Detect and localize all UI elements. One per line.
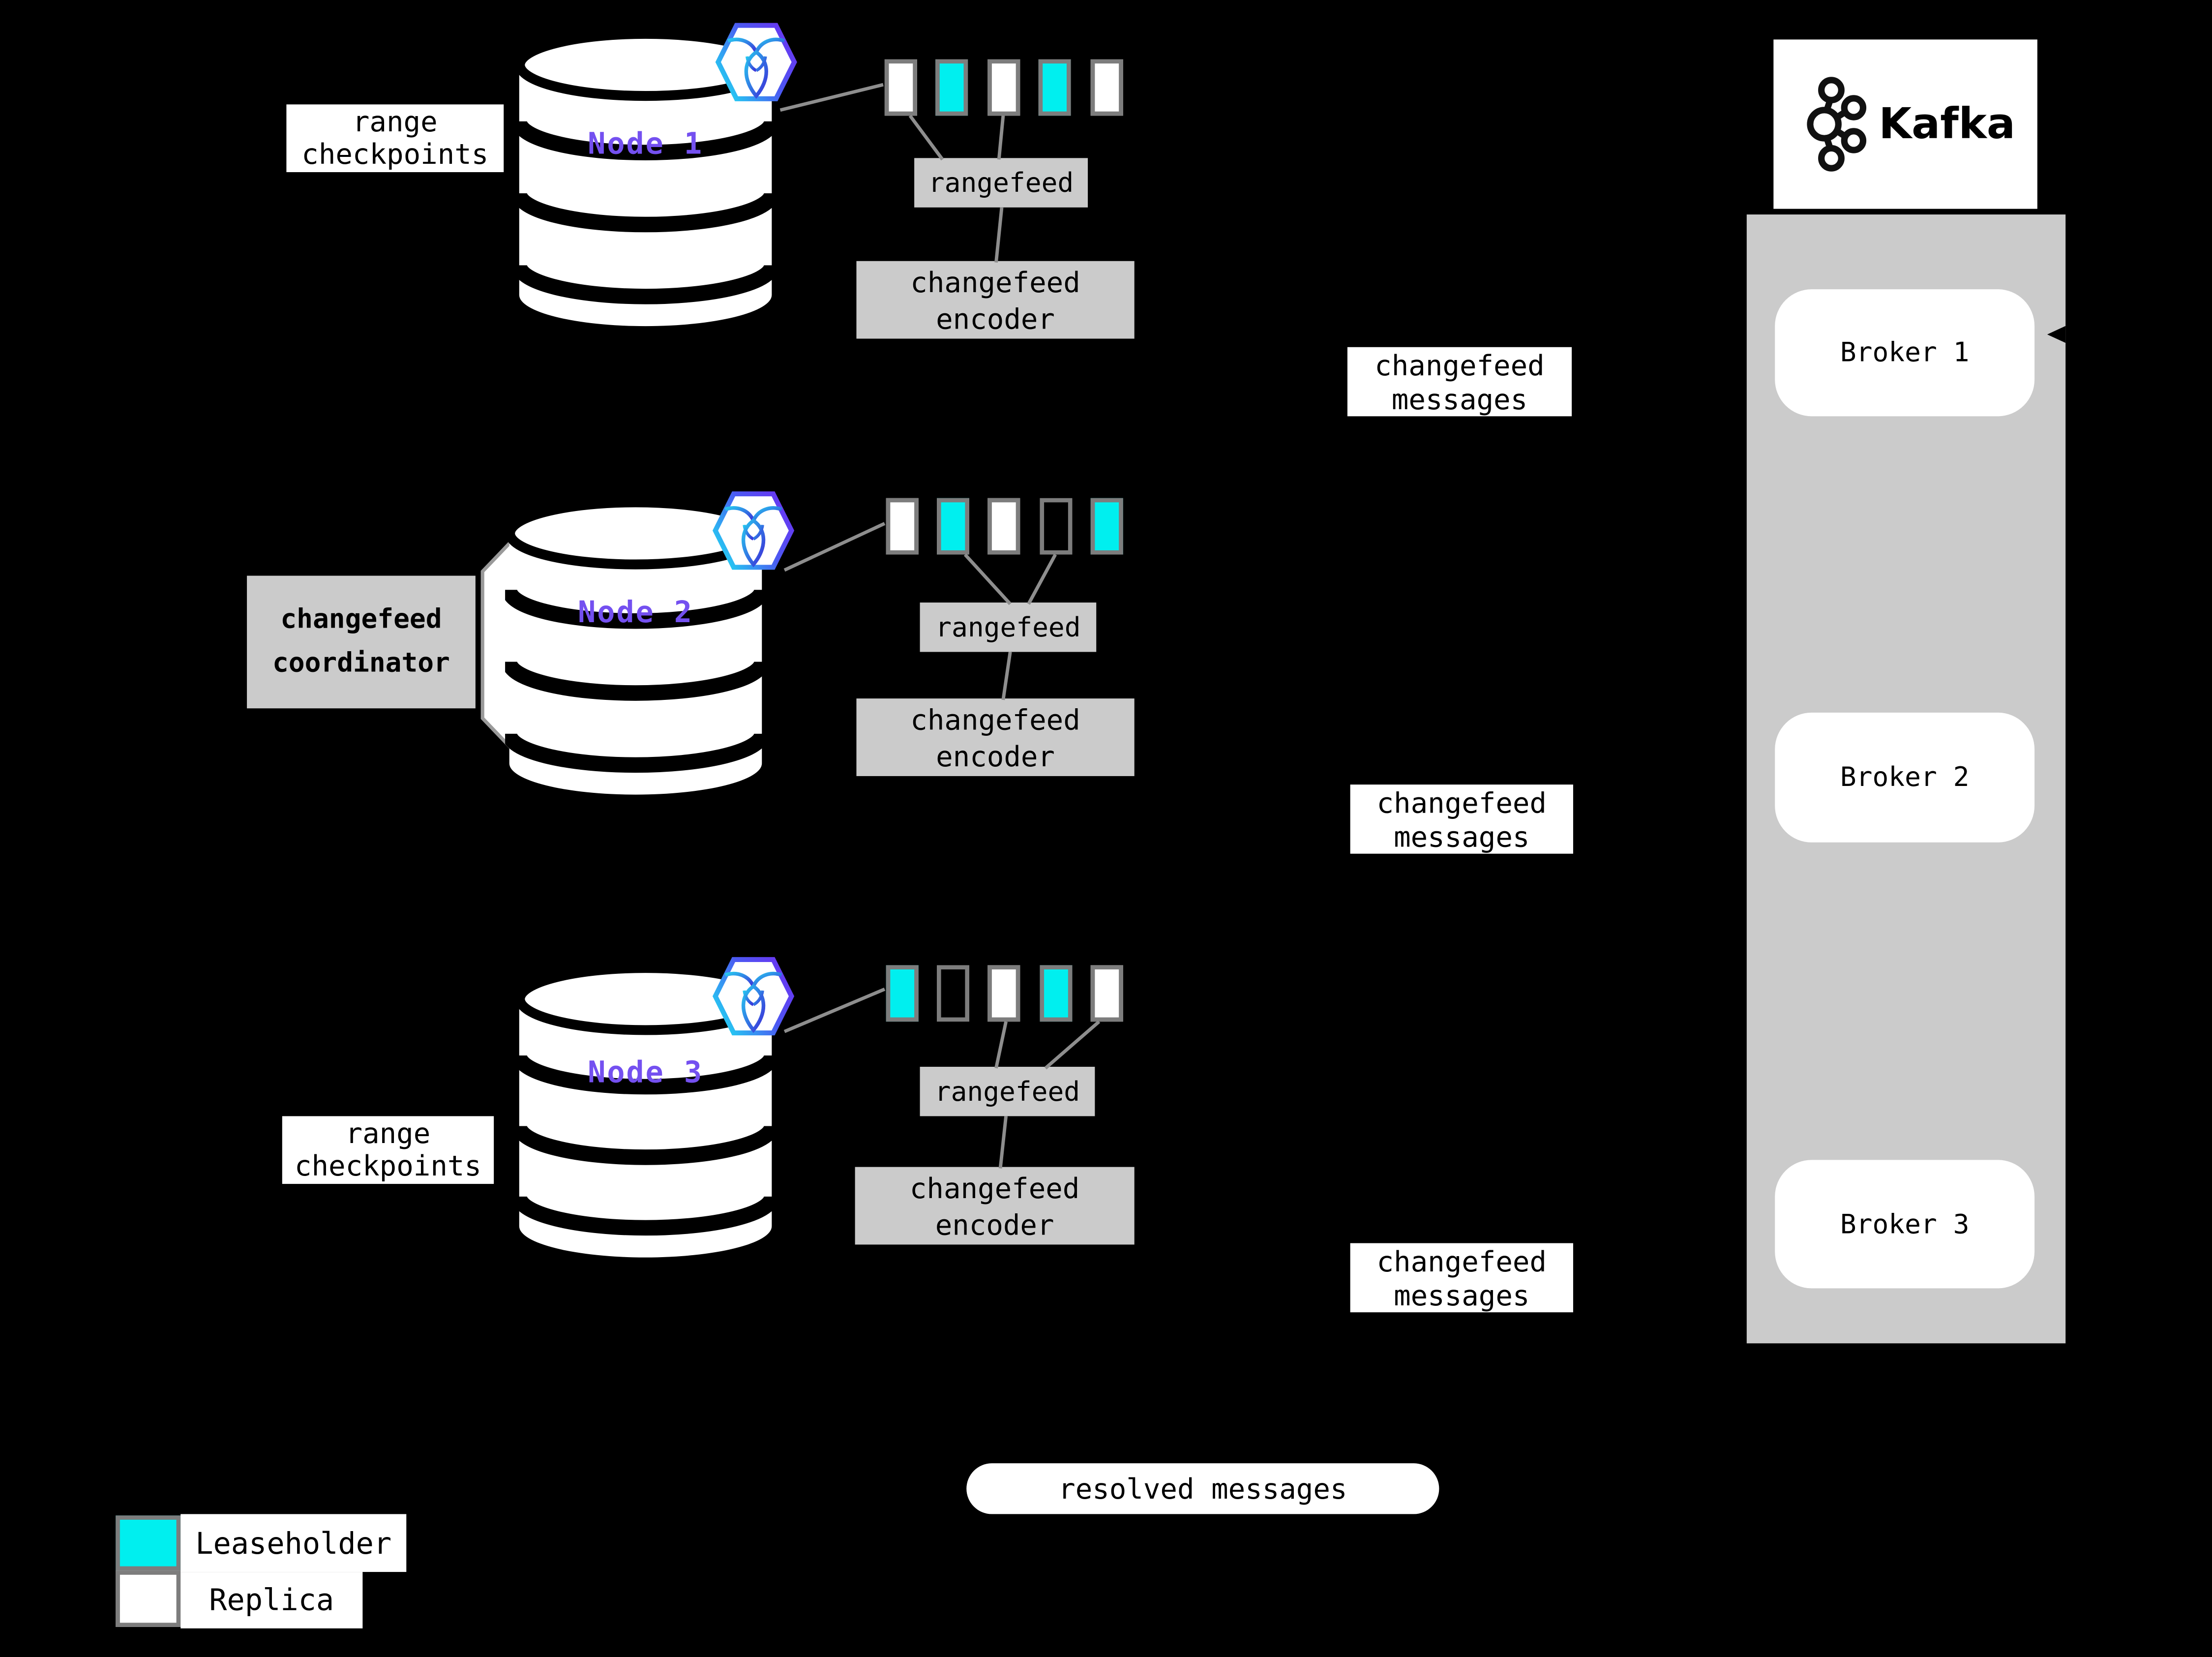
cockroachdb-logo-icon — [712, 957, 795, 1036]
broker-1-box: Broker 1 — [1775, 289, 2035, 417]
range-box — [1090, 59, 1123, 116]
database-cylinder-node2-icon — [505, 497, 766, 795]
range-box — [886, 498, 919, 555]
changefeed-messages-label-3: changefeed messages — [1350, 1243, 1573, 1313]
changefeed-encoder-box-node2: changefeed encoder — [856, 698, 1135, 776]
resolved-messages-pill: resolved messages — [966, 1463, 1439, 1514]
range-box — [886, 965, 919, 1022]
range-box — [884, 59, 917, 116]
node2-label: Node 2 — [578, 595, 693, 630]
legend-leaseholder-swatch — [116, 1515, 181, 1571]
legend-replica-label: Replica — [180, 1572, 363, 1628]
range-checkpoints-text: range checkpoints — [282, 1116, 494, 1184]
range-checkpoints-label-node3: range checkpoints — [282, 1116, 494, 1184]
legend-replica-swatch — [116, 1570, 181, 1627]
range-box — [1090, 498, 1123, 555]
database-cylinder-node1-icon — [515, 29, 776, 327]
rangefeed-box-node3: rangefeed — [920, 1066, 1095, 1116]
range-box — [935, 59, 968, 116]
changefeed-encoder-box-node3: changefeed encoder — [855, 1167, 1135, 1245]
legend-leaseholder-label: Leaseholder — [180, 1514, 407, 1572]
kafka-logo-icon — [1806, 77, 1866, 172]
range-checkpoints-text: range checkpoints — [286, 104, 504, 173]
range-box — [1090, 965, 1123, 1022]
broker-2-box: Broker 2 — [1775, 712, 2035, 843]
range-box — [987, 965, 1020, 1022]
range-box — [1040, 498, 1073, 555]
changefeed-messages-label-2: changefeed messages — [1350, 784, 1573, 854]
kafka-header-box: Kafka — [1773, 39, 2037, 209]
range-box — [987, 498, 1020, 555]
range-box — [987, 59, 1020, 116]
changefeed-encoder-box-node1: changefeed encoder — [856, 261, 1135, 339]
node1-label: Node 1 — [588, 127, 703, 161]
cockroachdb-logo-icon — [715, 23, 797, 101]
range-box — [1040, 965, 1073, 1022]
rangefeed-box-node2: rangefeed — [920, 603, 1097, 652]
kafka-title: Kafka — [1879, 99, 2016, 149]
range-checkpoints-label-node1: range checkpoints — [286, 104, 504, 173]
changefeed-coordinator-box: changefeed coordinator — [247, 575, 476, 709]
database-cylinder-node3-icon — [515, 963, 776, 1258]
cockroachdb-logo-icon — [712, 491, 795, 570]
changefeed-messages-label-1: changefeed messages — [1347, 347, 1572, 417]
rangefeed-box-node1: rangefeed — [914, 158, 1088, 208]
broker-3-box: Broker 3 — [1775, 1160, 2035, 1289]
node3-label: Node 3 — [588, 1055, 703, 1089]
range-box — [937, 965, 970, 1022]
kafka-broker-container: Broker 1 Broker 2 Broker 3 — [1746, 214, 2066, 1344]
range-box — [937, 498, 970, 555]
range-box — [1038, 59, 1071, 116]
